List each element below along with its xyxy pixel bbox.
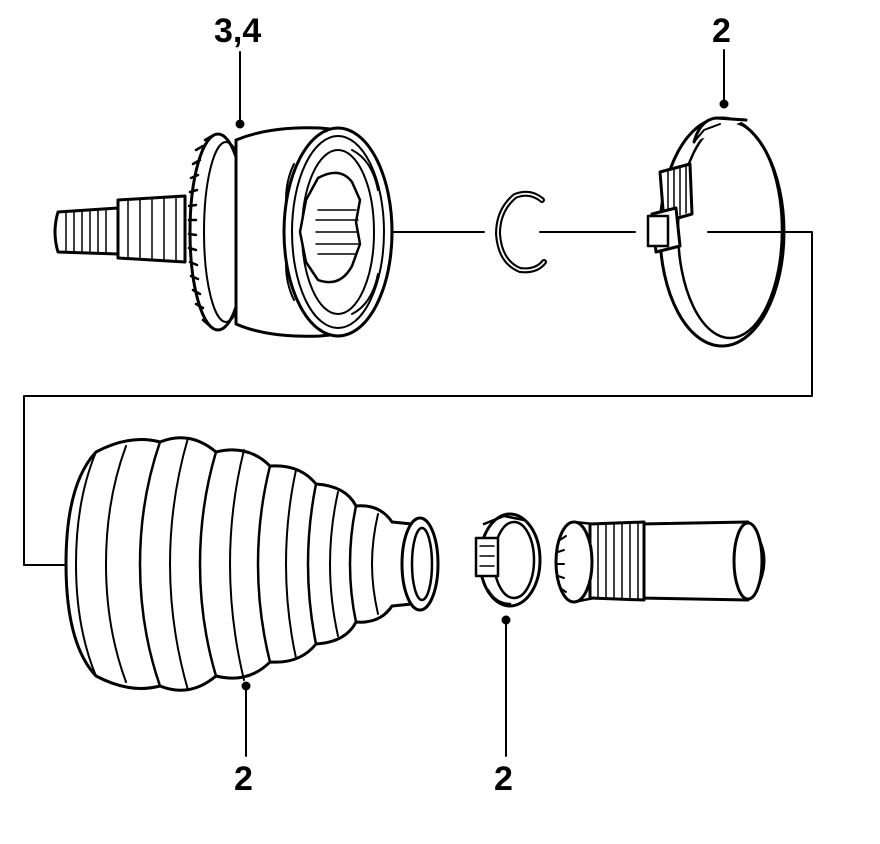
leader-lines [235, 49, 729, 757]
callout-small-clamp: 2 [494, 760, 513, 798]
drive-shaft [554, 520, 766, 604]
small-clamp [474, 512, 542, 608]
callout-large-clamp: 2 [712, 12, 731, 50]
boot [64, 436, 440, 692]
joint-housing [234, 126, 394, 338]
callout-boot: 2 [234, 760, 253, 798]
threaded-stub [53, 194, 187, 264]
cv-joint [53, 126, 394, 338]
circlip [495, 190, 547, 274]
large-clamp [646, 116, 786, 348]
callout-cv-joint: 3,4 [214, 12, 262, 50]
